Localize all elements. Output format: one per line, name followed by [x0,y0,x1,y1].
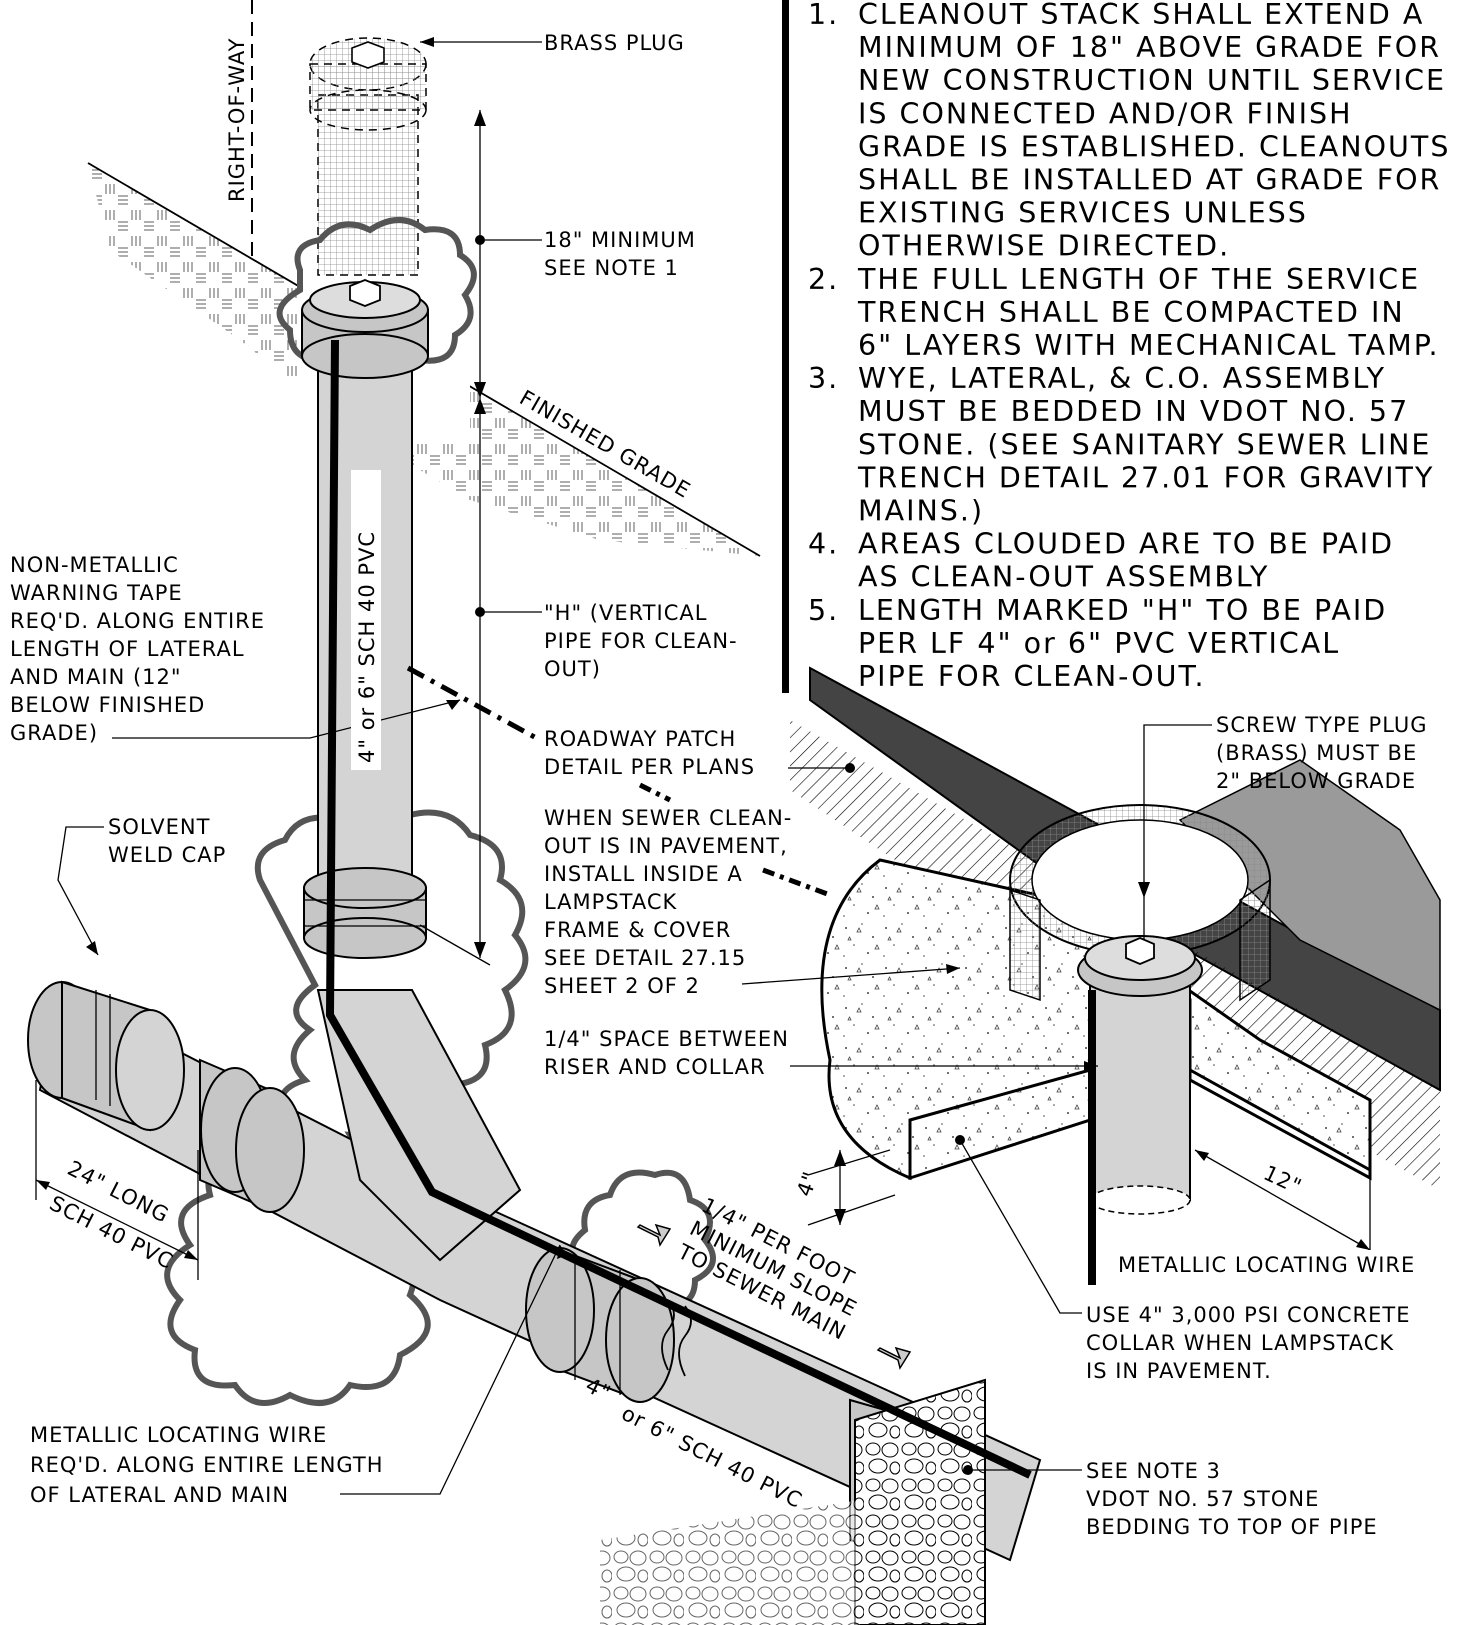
note-line: THE FULL LENGTH OF THE SERVICE [857,263,1420,296]
screw-plug-leader [1143,724,1212,898]
cleanout-plug-hex-icon [349,279,381,307]
brass-plug-label: BRASS PLUG [544,31,685,55]
metallic-wire-right-label: METALLIC LOCATING WIRE [1118,1253,1415,1277]
lampstack-frame-leader [741,967,961,985]
right-of-way-label: RIGHT-OF-WAY [225,38,249,202]
note-line: 6" LAYERS WITH MECHANICAL TAMP. [858,329,1440,362]
note-line: LENGTH MARKED "H" TO BE PAID [858,594,1387,627]
metallic-wire-left-leader [340,1244,561,1495]
slope-arrow-icon-2 [876,1346,912,1370]
metallic-locating-wire [325,339,1032,1479]
dimension-h [419,398,542,966]
note-line: PIPE FOR CLEAN-OUT. [858,660,1206,693]
note-number: 3. [808,362,839,395]
dimension-4 [807,1149,896,1226]
dimension-12 [1194,1149,1371,1262]
roadway-patch-leader [406,665,542,743]
note-number: 4. [808,528,839,561]
note-line: OTHERWISE DIRECTED. [858,230,1230,263]
screw-plug-hex-icon [1125,937,1155,965]
note-line: EXISTING SERVICES UNLESS [858,197,1308,230]
dimension-18-min [474,110,542,398]
note-line: MUST BE BEDDED IN VDOT NO. 57 [858,395,1409,428]
note-line: MINIMUM OF 18" ABOVE GRADE FOR [858,31,1441,64]
note-line: WYE, LATERAL, & C.O. ASSEMBLY [858,362,1386,395]
lampstack-leader-dashed [638,782,672,803]
warning-tape-leader [112,699,461,739]
dimension-24-long [35,1080,199,1280]
brass-plug-future [309,37,427,276]
solvent-cap-leader [57,826,104,956]
note-line: PER LF 4" or 6" PVC VERTICAL [858,627,1340,660]
lampstack-pavement-detail [790,666,1441,1285]
brass-plug-hex-icon [351,41,385,69]
note-line: MAINS.) [858,495,984,528]
dim12-label: 12" [1260,1161,1306,1199]
note-line: STONE. (SEE SANITARY SEWER LINE [858,428,1431,461]
collar-leader [959,1139,1082,1314]
note-line: TRENCH DETAIL 27.01 FOR GRAVITY [857,461,1434,494]
note-line: AS CLEAN-OUT ASSEMBLY [858,561,1269,594]
note-number: 5. [808,594,839,627]
note-number: 1. [808,0,839,31]
note-line: SHALL BE INSTALLED AT GRADE FOR [858,164,1441,197]
note-line: IS CONNECTED AND/OR FINISH [858,97,1353,130]
note-line: AREAS CLOUDED ARE TO BE PAID [858,528,1394,561]
note-line: NEW CONSTRUCTION UNTIL SERVICE [858,64,1446,97]
note-line: CLEANOUT STACK SHALL EXTEND A [858,0,1424,31]
note-line: TRENCH SHALL BE COMPACTED IN [857,296,1405,329]
note-line: GRADE IS ESTABLISHED. CLEANOUTS [858,130,1450,163]
dim4-label: 4" [792,1168,823,1200]
slope-arrow-icon [636,1223,672,1247]
notes-divider-bar [782,0,789,693]
lampstack-label: WHEN SEWER CLEAN-OUT IS IN PAVEMENT,INST… [544,806,792,998]
note-number: 2. [808,263,839,296]
vertical-pipe-label: 4" or 6" SCH 40 PVC [355,531,379,763]
